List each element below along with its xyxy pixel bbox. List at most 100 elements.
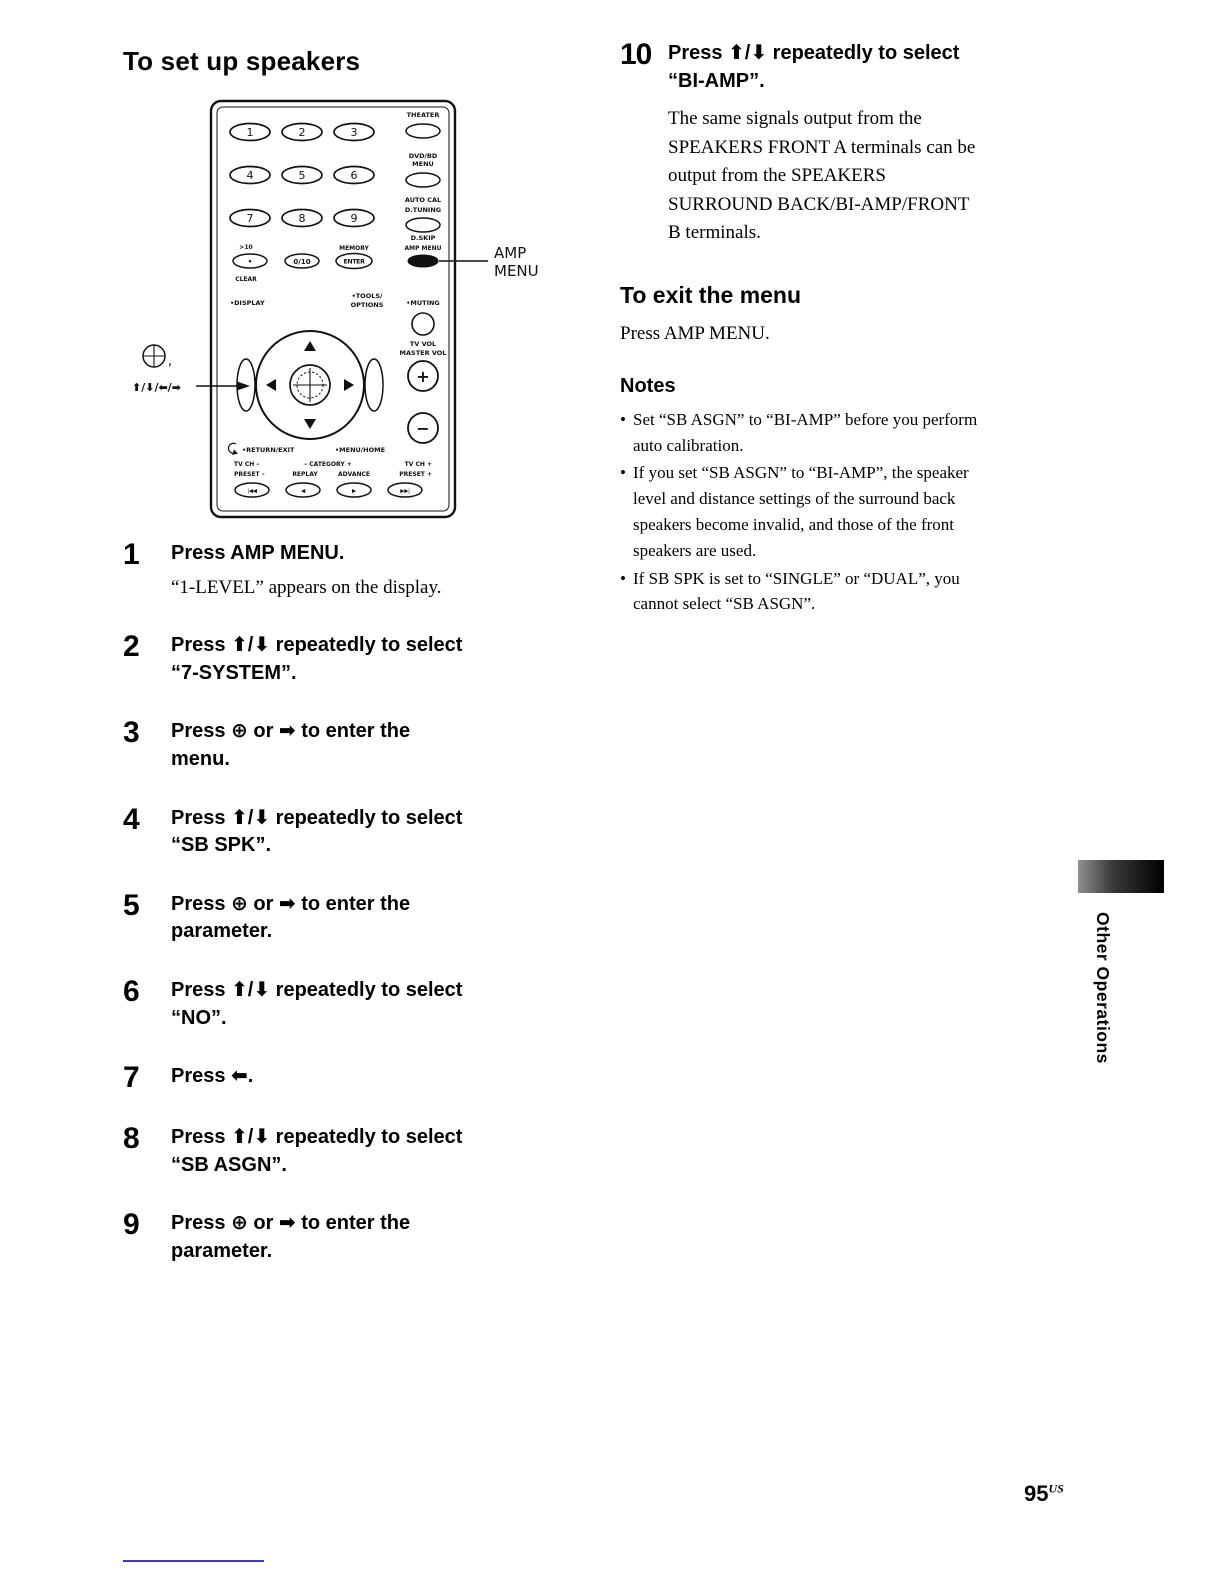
note-item: If you set “SB ASGN” to “BI-AMP”, the sp…: [620, 460, 1082, 563]
step-6: 6 Press ⬆/⬇ repeatedly to select “NO”.: [123, 976, 575, 1032]
tools-label: •TOOLS/: [352, 292, 383, 300]
dvd-bd-menu-label: MENU: [412, 160, 434, 168]
step-4: 4 Press ⬆/⬇ repeatedly to select “SB SPK…: [123, 804, 575, 860]
page-number-value: 95: [1024, 1481, 1049, 1506]
step-title: Press ⬆/⬇ repeatedly to select “SB SPK”.: [171, 806, 463, 857]
zero-10-button: [284, 253, 320, 269]
clear-label: CLEAR: [235, 276, 257, 283]
step-number: 2: [123, 630, 140, 664]
d-tuning-button: [405, 217, 441, 233]
prev-track-icon: |◀◀: [247, 489, 257, 495]
digit-button: [281, 208, 323, 228]
digit-label: 5: [299, 169, 306, 182]
return-exit-label: •RETURN/EXIT: [242, 446, 295, 454]
volume-up-button: [407, 360, 439, 392]
step-3: 3 Press ⊕ or ➡ to enter the menu.: [123, 718, 575, 773]
right-column: 10 Press ⬆/⬇ repeatedly to select “BI-AM…: [620, 38, 1082, 619]
digit-button: [333, 122, 375, 142]
d-skip-label: D.SKIP: [411, 234, 436, 242]
remote-body-inner-outline: [216, 106, 450, 512]
step-title: Press ⬆/⬇ repeatedly to select “NO”.: [171, 978, 463, 1029]
step-1: 1 Press AMP MENU. “1-LEVEL” appears on t…: [123, 538, 575, 601]
master-vol-label: MASTER VOL: [400, 349, 447, 357]
d-tuning-label: D.TUNING: [405, 206, 441, 214]
digit-label: 6: [351, 169, 358, 182]
amp-menu-button: [407, 254, 439, 268]
return-arrowhead-icon: [232, 449, 238, 455]
preset-minus-label: PRESET –: [234, 471, 265, 478]
digit-label: 4: [247, 169, 254, 182]
digit-button: [333, 165, 375, 185]
memory-label: MEMORY: [339, 245, 369, 252]
exit-menu-body: Press AMP MENU.: [620, 322, 770, 344]
step-title: Press ⊕ or ➡ to enter the parameter.: [171, 1212, 411, 1262]
volume-up-label: +: [416, 367, 429, 386]
section-heading: To set up speakers: [123, 46, 361, 76]
page-number: 95US: [1024, 1481, 1064, 1507]
gt10-label: >10: [239, 244, 252, 251]
step-8: 8 Press ⬆/⬇ repeatedly to select “SB ASG…: [123, 1124, 575, 1179]
amp-menu-label: AMP MENU: [404, 245, 441, 252]
step-2: 2 Press ⬆/⬇ repeatedly to select “7-SYST…: [123, 632, 575, 687]
down-arrow-icon: [304, 419, 316, 429]
right-arrow-icon: [344, 379, 354, 391]
step-9: 9 Press ⊕ or ➡ to enter the parameter.: [123, 1210, 575, 1265]
tv-vol-label: TV VOL: [410, 340, 436, 348]
step-number: 8: [123, 1122, 140, 1156]
muting-button: [411, 312, 435, 336]
notes-heading: Notes: [620, 374, 676, 397]
step-title: Press ⊕ or ➡ to enter the parameter.: [171, 892, 411, 943]
zero-10-button-label: 0/10: [293, 258, 310, 266]
page-number-suffix: US: [1048, 1481, 1064, 1496]
step-number: 10: [620, 38, 652, 71]
navigation-pad: [236, 330, 384, 440]
volume-down-label: −: [416, 419, 429, 438]
note-item: If SB SPK is set to “SINGLE” or “DUAL”, …: [620, 566, 1082, 618]
exit-menu-heading: To exit the menu: [620, 281, 802, 308]
remote-illustration: 1 2 3 4 5 6 7 8 9 THEATER DVD/BD MENU AU…: [132, 99, 539, 519]
footer-rule: [123, 1560, 264, 1562]
next-track-icon: ▶▶|: [400, 489, 410, 495]
amp-menu-callout-line1: AMP: [494, 244, 526, 262]
dvd-bd-menu-button: [405, 172, 441, 188]
steps-list: 1 Press AMP MENU. “1-LEVEL” appears on t…: [123, 538, 575, 1297]
theater-label: THEATER: [407, 111, 440, 119]
volume-down-button: [407, 412, 439, 444]
theater-button: [405, 123, 441, 139]
digit-label: 3: [351, 126, 358, 139]
step-title: Press ⬆/⬇ repeatedly to select “SB ASGN”…: [171, 1126, 463, 1176]
amp-menu-callout-line2: MENU: [494, 262, 539, 280]
options-label: OPTIONS: [351, 301, 384, 309]
step-title: Press AMP MENU.: [171, 542, 345, 564]
nav-arrows-callout-label: ⬆/⬇/⬅/➡: [132, 381, 181, 394]
enter-button: [335, 252, 373, 270]
next-track-button: [387, 482, 423, 498]
section-tab: [1078, 860, 1164, 893]
step-body: “1-LEVEL” appears on the display.: [171, 576, 442, 598]
step-7: 7 Press ⬅.: [123, 1063, 575, 1093]
prev-track-button: [234, 482, 270, 498]
nav-callout: , ⬆/⬇/⬅/➡: [132, 344, 250, 394]
step-title: Press ⬆/⬇ repeatedly to select “7-SYSTEM…: [171, 634, 463, 684]
digit-label: 2: [299, 126, 306, 139]
step-number: 5: [123, 888, 140, 922]
section-vertical-label: Other Operations: [1093, 912, 1113, 1064]
left-arrow-icon: [266, 379, 276, 391]
return-arrow-icon: [227, 442, 237, 454]
auto-cal-label: AUTO CAL: [405, 196, 441, 204]
replay-label: REPLAY: [292, 471, 318, 478]
category-label: – CATEGORY +: [304, 461, 352, 468]
note-item: Set “SB ASGN” to “BI-AMP” before you per…: [620, 407, 1082, 459]
advance-icon: ▶: [352, 489, 357, 495]
dot-button-label: •: [248, 258, 252, 266]
dot-button: [232, 253, 268, 269]
digit-label: 8: [299, 212, 306, 225]
digit-button: [229, 208, 271, 228]
step-number: 1: [123, 538, 140, 571]
step-title: Press ⊕ or ➡ to enter the menu.: [171, 720, 411, 770]
digit-button: [281, 165, 323, 185]
advance-button: [336, 482, 372, 498]
tv-ch-minus-label: TV CH –: [234, 461, 259, 468]
callout-comma: ,: [168, 354, 172, 369]
remote-figure: 1 2 3 4 5 6 7 8 9 THEATER DVD/BD MENU AU…: [130, 98, 600, 530]
